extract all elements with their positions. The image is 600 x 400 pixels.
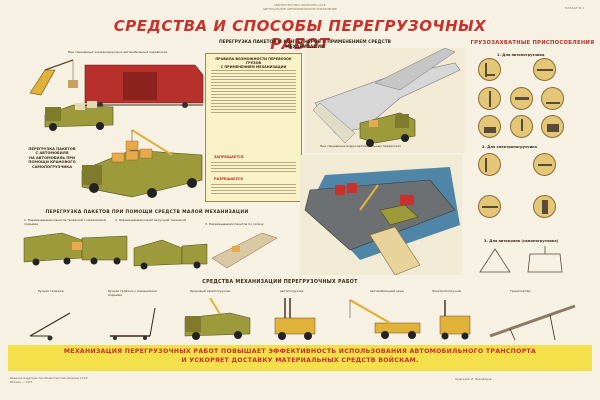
small-mech-2: 2. Перемещением пакетов ручной тележкой [115,218,186,222]
forklift [274,317,316,335]
barge-deck [304,179,456,251]
grab-device-pusher [478,195,501,218]
mech-e-label: Автомобильный кран [370,289,404,293]
right-sub-3: 3. Для автокрана (самопогрузчика) [484,239,559,243]
small-mech-1: 1. Перемещением пакетов тележкой с механ… [24,218,106,226]
mech-b-label: Ручная тележка с механизмом подъёма [108,289,157,297]
crane-truck [184,312,251,337]
mech-d-label: Автопогрузчик [280,289,304,293]
grab-device-rotator [510,87,533,110]
electric-loader [439,315,471,335]
aircraft-wing [374,48,456,91]
rules-heading-allowed: РАЗРЕШАЕТСЯ [214,177,243,181]
header-poster-number: ПЛАКАТ № 1 [565,6,585,10]
grab-device-clamp [478,87,501,110]
mech-g-label: Транспортёр [510,289,531,293]
header-ministry: МИНИСТЕРСТВО ОБОРОНЫ СССР ЦЕНТРАЛЬНОЕ АВ… [263,3,337,11]
crane-boom [131,129,173,156]
caption-truck-to-truck: ПЕРЕГРУЗКА ПАКЕТОВ С АВТОМОБИЛЯ НА АВТОМ… [28,147,76,169]
footer-imprint-left: Военное издательство Министерства оборон… [10,376,88,384]
right-sub-1: 1. Для автопогрузчика [497,53,545,57]
grab-device-fork [478,58,501,81]
wheel [182,102,188,108]
container [347,183,357,193]
grab-device-scoop [478,115,501,138]
crane-slings [479,246,563,273]
wagon-door [123,72,157,100]
grab-device-hook [510,115,533,138]
grab-device-fork-2 [478,153,501,176]
mech-f-label: Электропогрузчик [432,289,462,293]
mech-c-label: Крановый самопогрузчик [190,289,231,293]
chute [211,232,278,269]
gantry-crane [29,69,56,96]
grab-device-bucket [541,115,564,138]
truck-to-truck-scene [81,129,203,198]
water-auto-scene [300,155,462,275]
conveyor [489,304,576,338]
truck-b [81,235,128,261]
grab-device-boom [533,58,556,81]
caption-water-auto: При смешанных водно-автомобильных перево… [320,144,401,148]
rail-auto-scene [29,59,204,131]
package [125,150,139,161]
right-sub-2: 2. Для электропогрузчика [482,145,537,149]
footer-slogan: МЕХАНИЗАЦИЯ ПЕРЕГРУЗОЧНЫХ РАБОТ ПОВЫШАЕТ… [63,348,537,364]
mech-means-title: СРЕДСТВА МЕХАНИЗАЦИИ ПЕРЕГРУЗОЧНЫХ РАБОТ [202,280,358,285]
package [139,148,153,159]
small-mech-title: ПЕРЕГРУЗКА ПАКЕТОВ ПРИ ПОМОЩИ СРЕДСТВ МА… [45,210,249,215]
air-auto-scene [305,48,465,153]
small-mech-scenes [23,232,278,270]
container [335,185,345,195]
footer-banner [8,345,592,371]
rules-note-title: ПРАВИЛА ВОЗМОЖНОСТИ ПЕРЕВОЗОК ГРУЗОВ С П… [215,57,292,69]
small-mech-3: 3. Перемещением пакетов по склизу [205,222,264,226]
package [111,152,125,163]
rules-note-text [206,68,301,115]
grab-device-platform [541,87,564,110]
rules-note-box: ПРАВИЛА ВОЗМОЖНОСТИ ПЕРЕВОЗОК ГРУЗОВ С П… [205,53,302,202]
auto-crane [374,322,421,334]
rules-heading-prohibited: ЗАПРЕЩАЕТСЯ [214,155,244,159]
cargo-ramp [312,102,356,144]
container [400,195,414,205]
truck-water [379,204,419,226]
dock-crane [359,184,379,211]
right-panel-title: ГРУЗОЗАХВАТНЫЕ ПРИСПОСОБЛЕНИЯ [470,40,595,46]
caption-rail-auto: При смешанных железнодорожно-автомобильн… [68,50,168,54]
grab-device-tipper [533,153,556,176]
truck-cab [45,107,61,121]
page-subtitle: ПЕРЕГРУЗКА ПАКЕТОВ И КОНТЕЙНЕРОВ С ПРИМЕ… [218,40,392,50]
footer-imprint-right: Художник И. Никифоров [455,377,492,381]
grab-device-drum [533,195,556,218]
mech-a-label: Ручная тележка [38,289,64,293]
hand-cart [29,312,71,337]
truck-body [44,104,114,128]
ramp [369,226,421,275]
mech-equipment-row [29,298,576,341]
